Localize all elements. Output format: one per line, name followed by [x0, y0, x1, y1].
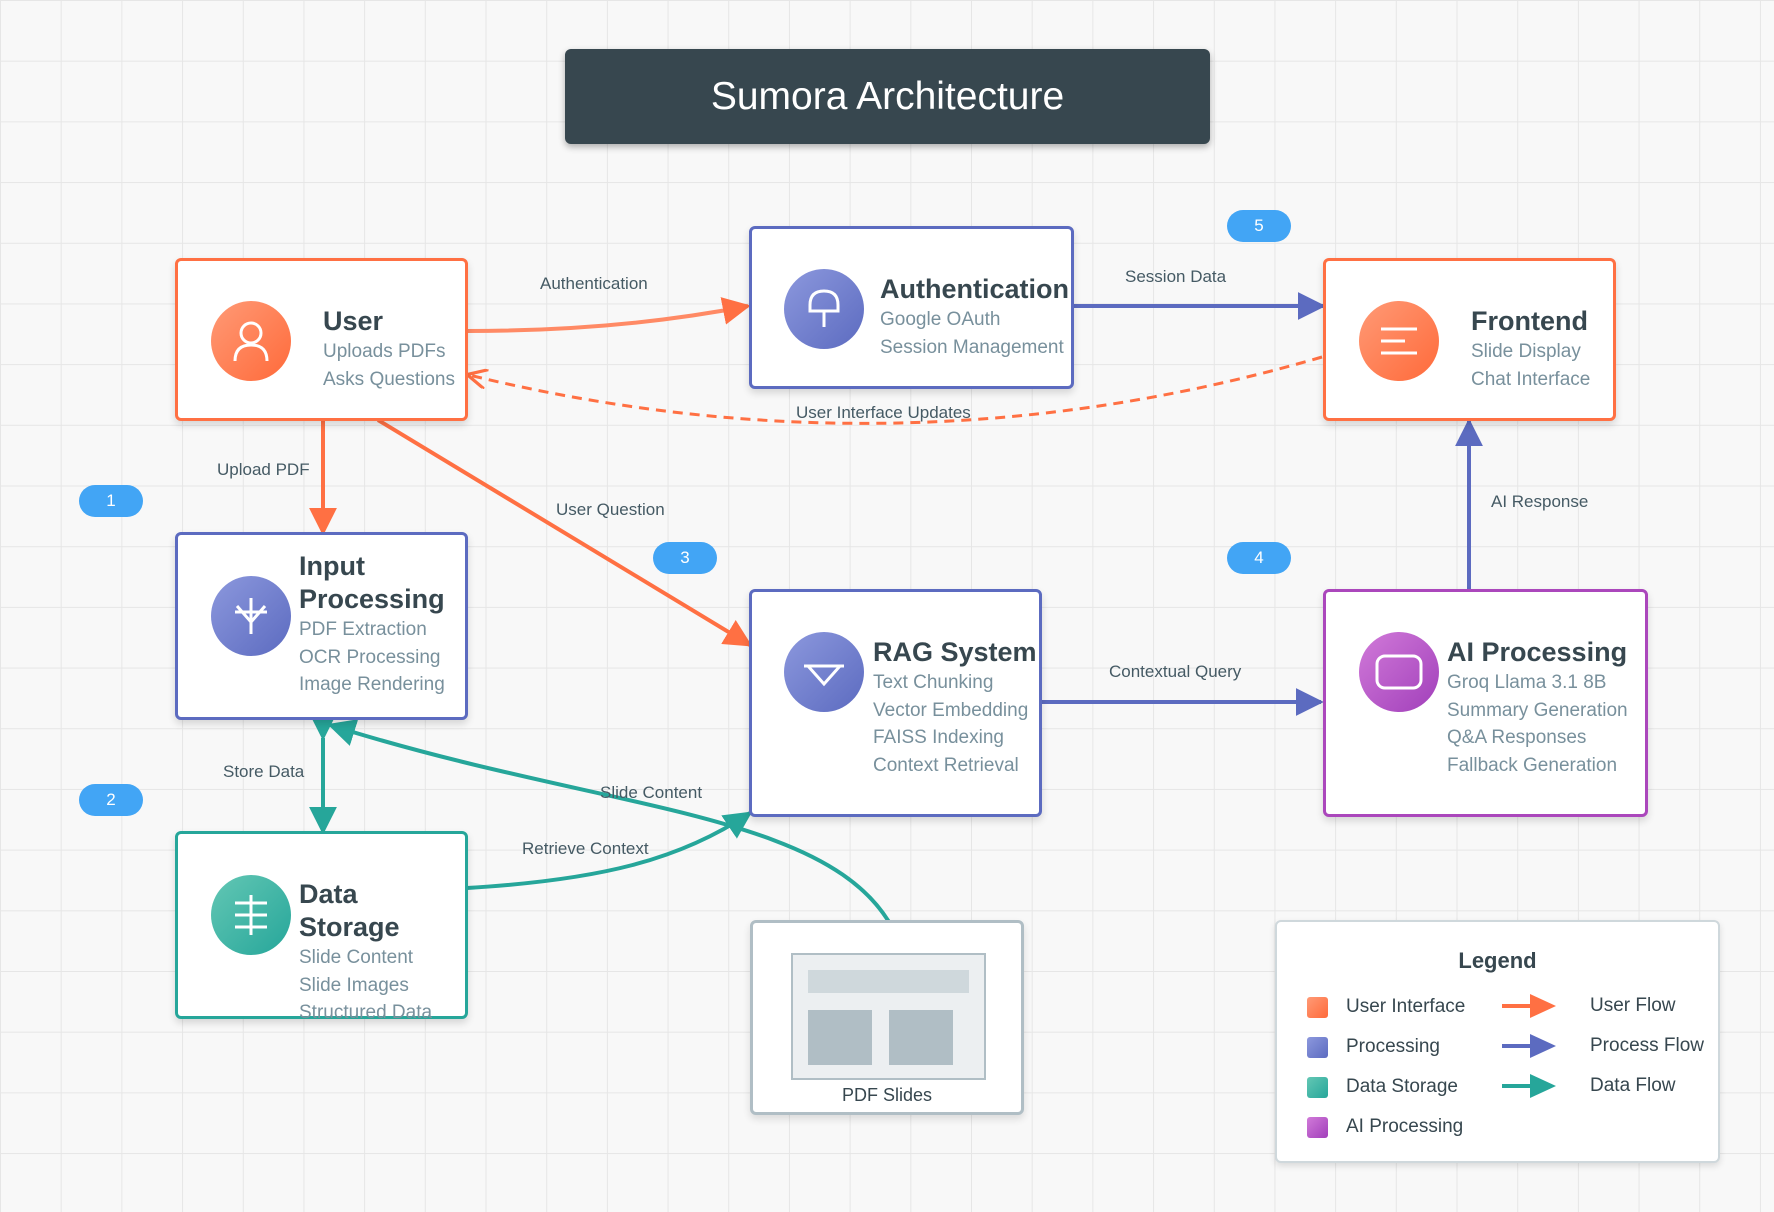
flow-label-retrieve-context: Retrieve Context — [522, 839, 649, 858]
pdf-header-bar — [808, 970, 969, 993]
flow-frontend-to-user — [469, 355, 1323, 425]
database-icon — [211, 875, 291, 955]
flow-label-ai-response: AI Response — [1491, 492, 1589, 511]
ai-title: AI Processing — [1447, 637, 1628, 667]
legend-label-process-flow: Process Flow — [1590, 1035, 1705, 1056]
user-icon — [211, 301, 291, 381]
legend-item-user-interface: User Interface — [1307, 996, 1465, 1018]
flow-label-store-data: Store Data — [223, 762, 305, 781]
user-title: User — [323, 306, 384, 336]
rag-line-3: FAISS Indexing — [873, 727, 1004, 748]
ai-line-1: Groq Llama 3.1 8B — [1447, 672, 1607, 693]
storage-line-1: Slide Content — [299, 947, 414, 968]
user-node[interactable]: User Uploads PDFs Asks Questions — [175, 258, 468, 421]
legend-arrow-process-flow-icon — [1502, 1034, 1556, 1058]
legend-item-data-flow: Data Flow — [1500, 1071, 1676, 1101]
page-title: Sumora Architecture — [565, 49, 1210, 144]
frontend-node[interactable]: Frontend Slide Display Chat Interface — [1323, 258, 1616, 421]
legend-swatch-user-interface — [1307, 996, 1328, 1018]
pdf-block-right — [889, 1010, 953, 1065]
flow-label-ui-updates: User Interface Updates — [796, 403, 971, 422]
input-title-line-1: Input — [299, 551, 365, 581]
legend-item-process-flow: Process Flow — [1500, 1031, 1704, 1061]
screen-icon — [1359, 632, 1439, 712]
flow-pdf-to-input — [327, 719, 891, 924]
rag-line-4: Context Retrieval — [873, 754, 1019, 776]
authentication-node[interactable]: Authentication Google OAuth Session Mana… — [749, 226, 1074, 389]
pdf-block-left — [808, 1010, 872, 1065]
legend-swatch-ai-processing — [1307, 1116, 1328, 1138]
ai-line-3: Q&A Responses — [1447, 727, 1587, 748]
merge-icon — [211, 576, 291, 656]
flow-label-upload-pdf: Upload PDF — [217, 460, 310, 479]
frontend-line-2: Chat Interface — [1471, 368, 1591, 390]
pdf-document-icon — [791, 953, 986, 1080]
storage-line-3: Structured Data — [299, 1002, 433, 1023]
legend-label-data-flow: Data Flow — [1590, 1075, 1676, 1096]
rag-title: RAG System — [873, 637, 1037, 667]
flow-label-user-question: User Question — [556, 500, 665, 519]
menu-icon — [1359, 301, 1439, 381]
legend-item-user-flow: User Flow — [1500, 991, 1676, 1021]
legend-label-processing: Processing — [1346, 1036, 1440, 1057]
flow-user-to-rag — [376, 418, 753, 647]
data-storage-node[interactable]: Data Storage Slide Content Slide Images … — [175, 831, 468, 1023]
legend-item-processing: Processing — [1307, 1036, 1440, 1058]
step-badge-1: 1 — [79, 485, 143, 517]
input-processing-node[interactable]: Input Processing PDF Extraction OCR Proc… — [175, 532, 468, 720]
legend-label-ai-processing: AI Processing — [1346, 1116, 1464, 1137]
flow-storage-to-rag — [466, 811, 753, 890]
legend-title: Legend — [1458, 948, 1537, 973]
flow-user-to-auth — [466, 297, 751, 333]
user-line-2: Asks Questions — [323, 368, 455, 390]
rag-line-1: Text Chunking — [873, 672, 994, 693]
rag-system-node[interactable]: RAG System Text Chunking Vector Embeddin… — [749, 589, 1042, 817]
legend-item-ai-processing: AI Processing — [1307, 1116, 1463, 1138]
input-line-3: Image Rendering — [299, 674, 445, 695]
pdf-slides-label: PDF Slides — [841, 1085, 933, 1105]
funnel-icon — [784, 632, 864, 712]
step-badge-3: 3 — [653, 542, 717, 574]
frontend-title: Frontend — [1471, 306, 1588, 336]
auth-line-2: Session Management — [880, 336, 1064, 358]
input-line-1: PDF Extraction — [299, 619, 427, 640]
rag-line-2: Vector Embedding — [873, 699, 1029, 721]
legend-swatch-data-storage — [1307, 1076, 1328, 1098]
legend-arrow-data-flow-icon — [1502, 1074, 1556, 1098]
legend-label-data-storage: Data Storage — [1346, 1076, 1458, 1097]
legend-item-data-storage: Data Storage — [1307, 1076, 1458, 1098]
step-badge-4: 4 — [1227, 542, 1291, 574]
lock-icon — [784, 269, 864, 349]
flow-label-slide-content: Slide Content — [600, 783, 703, 802]
flow-label-contextual-query: Contextual Query — [1109, 662, 1242, 681]
flow-label-authentication: Authentication — [540, 274, 648, 293]
ai-line-4: Fallback Generation — [1447, 754, 1618, 776]
ai-processing-node[interactable]: AI Processing Groq Llama 3.1 8B Summary … — [1323, 589, 1648, 817]
pdf-slides-node[interactable]: PDF Slides — [750, 920, 1024, 1115]
storage-line-2: Slide Images — [299, 974, 409, 996]
step-badge-2: 2 — [79, 784, 143, 816]
auth-title: Authentication — [880, 274, 1069, 304]
input-title-line-2: Processing — [299, 584, 445, 614]
legend-label-user-interface: User Interface — [1346, 996, 1466, 1017]
legend-label-user-flow: User Flow — [1590, 995, 1676, 1016]
auth-line-1: Google OAuth — [880, 309, 1001, 330]
user-line-1: Uploads PDFs — [323, 341, 446, 362]
storage-title: Data Storage — [299, 879, 400, 942]
legend-swatch-processing — [1307, 1036, 1328, 1058]
frontend-line-1: Slide Display — [1471, 341, 1581, 362]
input-line-2: OCR Processing — [299, 646, 441, 668]
flow-label-session-data: Session Data — [1125, 267, 1227, 286]
legend: Legend User Interface Processing Data St… — [1275, 920, 1720, 1163]
legend-arrow-user-flow-icon — [1502, 994, 1556, 1018]
step-badge-5: 5 — [1227, 210, 1291, 242]
ai-line-2: Summary Generation — [1447, 699, 1628, 721]
